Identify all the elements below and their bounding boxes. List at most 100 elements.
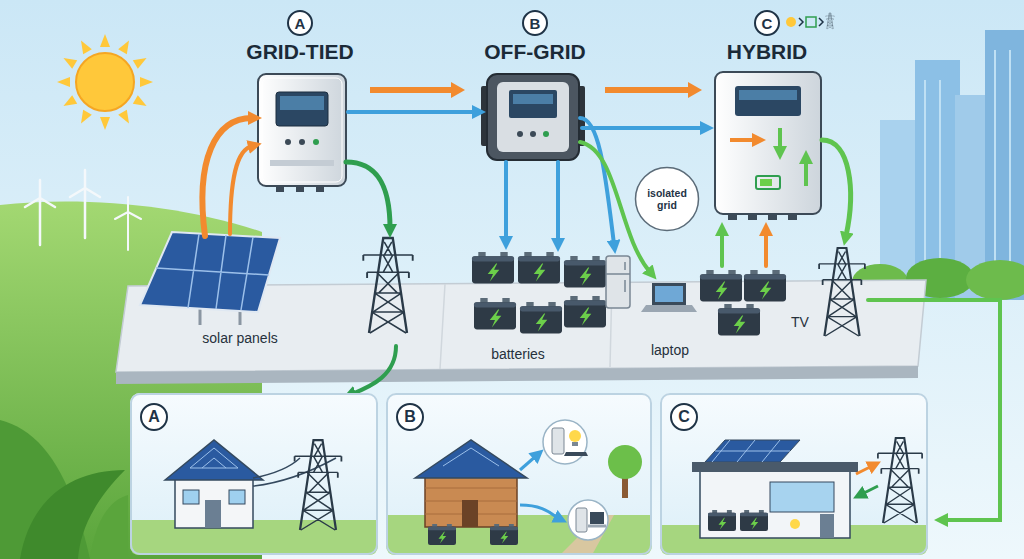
panel-grid-tied-scene (175, 478, 253, 528)
platform (116, 366, 918, 384)
sun (100, 34, 110, 47)
off-grid-inverter (513, 94, 553, 104)
hybrid-batteries (700, 270, 786, 336)
off-grid-inverter (509, 90, 557, 118)
hybrid-icons (806, 17, 816, 27)
panel-off-grid-scene (428, 524, 456, 545)
grid-tied-inverter (299, 139, 305, 145)
panel-off-grid-scene (552, 428, 564, 454)
panel-hybrid-scene (660, 393, 928, 555)
city (852, 30, 1024, 300)
wind-turbines (25, 180, 55, 245)
grid-tied-inverter (280, 96, 324, 110)
sun (118, 38, 133, 54)
off-grid-batteries (564, 256, 606, 288)
panel-off-grid-scene (386, 393, 652, 555)
hybrid-batteries (718, 304, 760, 336)
hybrid-inverter (730, 138, 756, 142)
flow-arrows (764, 232, 768, 266)
grid-tied-inverter (270, 160, 334, 166)
panel-grid-tied-scene (295, 440, 342, 530)
badge-letter: C (754, 10, 780, 36)
city (966, 260, 1024, 300)
panel-off-grid-scene (588, 525, 606, 528)
hybrid-inverter (715, 72, 821, 220)
appliances (641, 305, 697, 312)
flow-arrows (346, 162, 390, 228)
appliances (606, 256, 630, 308)
hybrid-icons (786, 17, 796, 27)
solar-panel (156, 234, 269, 310)
solar-panel (140, 232, 280, 312)
grid-tied-inverter (262, 78, 342, 182)
flow-arrows (202, 118, 252, 236)
panel-off-grid-scene (590, 512, 604, 524)
appliances (655, 286, 683, 302)
flow-arrows (352, 346, 396, 394)
panel-grid-tied-scene (130, 393, 378, 555)
grid-tied-inverter (258, 74, 346, 192)
wind-turbines (115, 197, 141, 250)
grid-tied-inverter (296, 186, 304, 192)
panel-off-grid-scene (572, 442, 578, 446)
hybrid-inverter (778, 128, 782, 150)
foreground-leaves (0, 420, 128, 559)
platform-label: TV (791, 314, 809, 330)
panel-grid-tied-scene (229, 490, 245, 504)
panel-off-grid-scene (425, 475, 517, 527)
panel-off-grid-scene (520, 456, 536, 470)
panel-off-grid-scene (386, 393, 652, 555)
hybrid-icons (826, 13, 834, 29)
panel-hybrid-scene (770, 482, 834, 512)
off-grid-inverter (530, 131, 536, 137)
sun (61, 95, 77, 110)
off-grid-batteries (518, 252, 560, 284)
off-grid-inverter (481, 74, 585, 160)
sun (57, 77, 70, 87)
panel-grid-tied-scene (130, 393, 378, 555)
panel-grid-tied-scene (205, 500, 221, 528)
panel-grid-tied-scene (165, 440, 263, 480)
city (985, 30, 1024, 300)
grid-tied-inverter (258, 74, 346, 186)
system-heading: C HYBRID (702, 8, 832, 188)
hybrid-inverter (728, 214, 737, 220)
badge-letter: A (140, 403, 168, 431)
panel-hybrid-scene (700, 470, 850, 538)
scene-panel: C (660, 393, 928, 555)
flow-arrows (556, 162, 560, 242)
panel-off-grid-scene (462, 500, 478, 527)
panel-hybrid-scene (740, 510, 768, 531)
flow-arrows (348, 110, 476, 114)
panel-off-grid-scene (415, 440, 527, 478)
panel-off-grid-scene (576, 508, 587, 532)
flow-arrows (230, 146, 252, 234)
panel-hybrid-scene (878, 438, 922, 523)
panel-grid-tied-scene (130, 520, 378, 555)
panel-hybrid-scene (862, 486, 878, 494)
system-title: HYBRID (727, 40, 808, 64)
hybrid-inverter (804, 160, 808, 186)
appliances (606, 256, 697, 312)
appliances (606, 262, 630, 292)
panel-hybrid-scene (712, 440, 790, 462)
panel-off-grid-scene (608, 445, 642, 479)
panel-hybrid-scene (708, 510, 736, 531)
hybrid-inverter (788, 214, 797, 220)
flow-arrows (720, 232, 724, 266)
sun (118, 110, 133, 126)
badge-letter: B (396, 403, 424, 431)
flow-arrows (504, 162, 508, 240)
sun (57, 34, 153, 130)
sun (100, 117, 110, 130)
platform-label: solar panels (202, 330, 278, 346)
callout-bubble: isolated grid (634, 166, 700, 232)
panel-off-grid-scene (568, 500, 608, 540)
panel-hybrid-scene (660, 393, 928, 555)
pylon-hybrid (819, 248, 865, 336)
panel-grid-tied-scene (183, 490, 199, 504)
system-title: OFF-GRID (484, 40, 585, 64)
